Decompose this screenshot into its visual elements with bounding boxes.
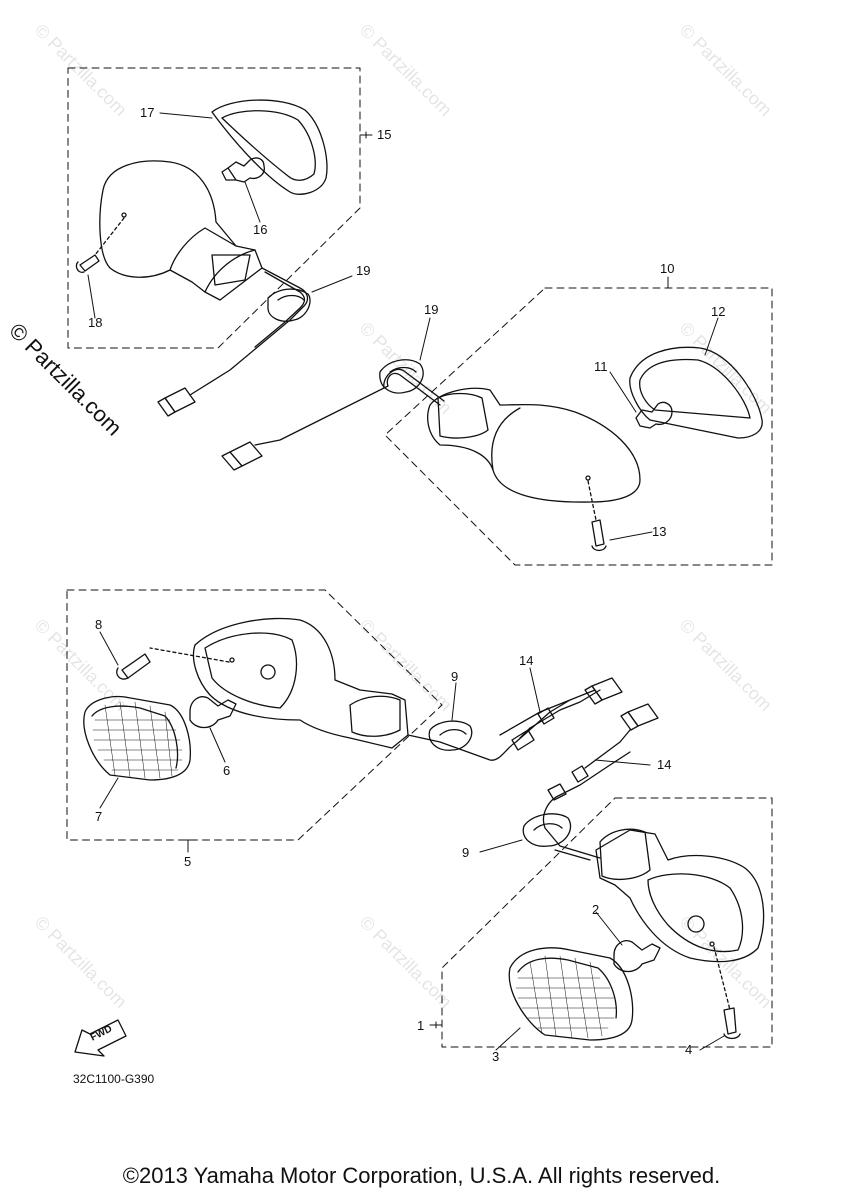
group-box-15 xyxy=(67,67,361,349)
callout-17: 17 xyxy=(140,105,155,120)
callout-1: 1 xyxy=(417,1018,425,1033)
callout-7: 7 xyxy=(95,809,103,824)
callout-19b: 19 xyxy=(424,302,439,317)
forward-arrow-icon xyxy=(74,1019,127,1057)
flasher-assembly-15 xyxy=(75,99,328,417)
callout-8: 8 xyxy=(95,617,103,632)
group-box-1 xyxy=(441,797,773,1048)
callout-11: 11 xyxy=(594,359,608,374)
copyright-notice: ©2013 Yamaha Motor Corporation, U.S.A. A… xyxy=(122,1163,721,1188)
callout-14b: 14 xyxy=(657,757,672,772)
callout-13: 13 xyxy=(652,524,667,539)
callout-3: 3 xyxy=(492,1049,500,1064)
callout-14a: 14 xyxy=(519,653,534,668)
flasher-assembly-1 xyxy=(508,703,765,1041)
callout-6: 6 xyxy=(223,763,231,778)
group-box-5 xyxy=(66,589,443,841)
callout-15: 15 xyxy=(377,127,392,142)
flasher-assembly-10 xyxy=(221,346,763,552)
callout-12: 12 xyxy=(711,304,726,319)
callout-18: 18 xyxy=(88,315,103,330)
callout-9b: 9 xyxy=(462,845,470,860)
callout-16: 16 xyxy=(253,222,268,237)
callout-9a: 9 xyxy=(451,669,459,684)
callout-2: 2 xyxy=(592,902,600,917)
callout-5: 5 xyxy=(184,854,192,869)
callout-10: 10 xyxy=(660,261,675,276)
diagram-code: 32C1100-G390 xyxy=(73,1072,155,1086)
leader-lines xyxy=(87,112,725,1051)
callout-4: 4 xyxy=(685,1042,693,1057)
flasher-assembly-5 xyxy=(83,617,623,781)
callout-19a: 19 xyxy=(356,263,371,278)
